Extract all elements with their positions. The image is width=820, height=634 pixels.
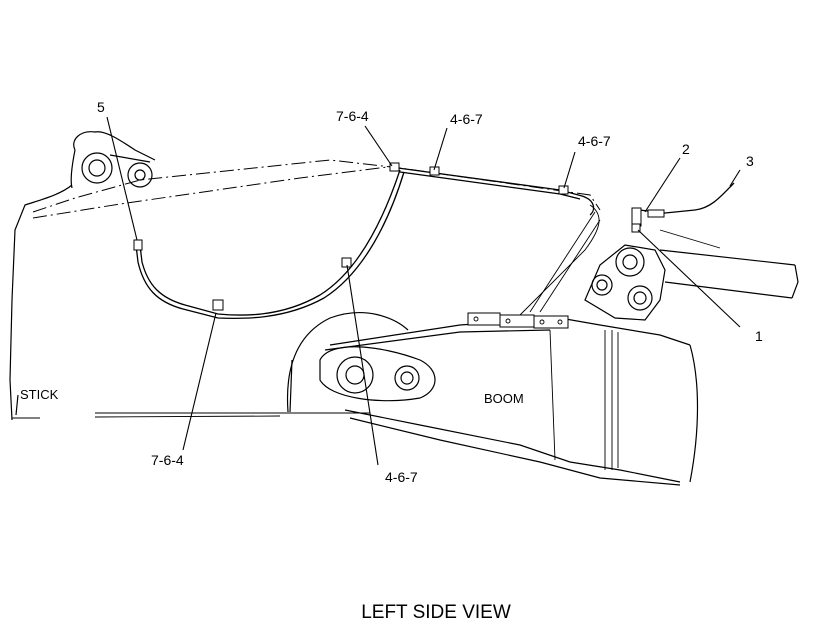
callout-2: 2: [682, 141, 690, 157]
label-stick: STICK: [20, 387, 59, 402]
linkage-assembly: [519, 204, 799, 321]
callout-1: 1: [755, 328, 763, 344]
leader-lines: [106, 116, 741, 466]
hose-lines: [135, 167, 735, 320]
callout-7-6-4-bottom: 7-6-4: [151, 452, 184, 468]
hose-clips: [133, 162, 665, 311]
view-caption: LEFT SIDE VIEW: [361, 602, 511, 623]
label-boom: BOOM: [484, 391, 524, 406]
callout-4-6-7-top-a: 4-6-7: [450, 111, 483, 127]
callout-5: 5: [97, 99, 105, 115]
stick-outline: [9, 131, 601, 421]
callout-4-6-7-bottom: 4-6-7: [385, 469, 418, 485]
callout-7-6-4-top: 7-6-4: [336, 108, 369, 124]
callouts: 5 7-6-4 4-6-7 4-6-7 2 3 1 7-6-4 4-6-7: [97, 99, 763, 485]
boom-outline: [286, 311, 699, 486]
callout-3: 3: [746, 153, 754, 169]
callout-4-6-7-top-b: 4-6-7: [578, 133, 611, 149]
